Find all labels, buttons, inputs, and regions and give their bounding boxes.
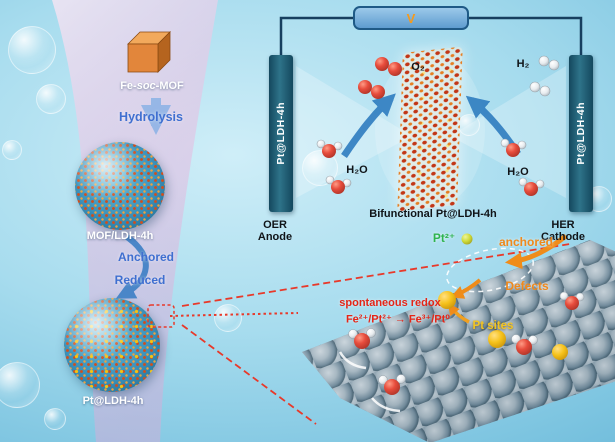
bifunctional-label: Bifunctional Pt@LDH-4h — [369, 208, 497, 220]
h2o-left-label: H₂O — [346, 164, 368, 176]
pt-ion-sphere — [461, 233, 473, 245]
mof-ldh-label: MOF/LDH-4h — [86, 230, 154, 242]
reduced-step-label: Reduced — [114, 273, 166, 287]
defects-label: Defects — [505, 279, 549, 293]
mof-label-italic: soc — [136, 80, 156, 92]
anode-electrode-label: Pt@LDH-4h — [275, 102, 287, 165]
o2-molecule — [375, 57, 402, 76]
h2-molecule — [538, 55, 560, 71]
mof-cube-icon — [127, 31, 171, 73]
bubble — [302, 150, 338, 186]
pt-ldh-label: Pt@LDH-4h — [82, 395, 144, 407]
mof-label-suffix: -MOF — [155, 80, 184, 92]
ldh-nanosheet — [397, 46, 463, 212]
mof-ldh-sphere — [75, 142, 165, 230]
bubble — [44, 408, 66, 430]
oer-anode-label: OER Anode — [257, 219, 293, 243]
pt-ldh-sphere — [64, 298, 160, 392]
mof-label: Fe-soc-MOF — [120, 80, 184, 92]
pt-ion-label: Pt²⁺ — [432, 231, 456, 245]
anchored-step-label: Anchored — [117, 250, 175, 264]
bubble — [36, 84, 66, 114]
anchored-mechanism-label: anchored — [498, 235, 554, 249]
h2-molecule — [529, 81, 551, 97]
oer-swoosh-arrow — [341, 93, 396, 158]
hydrolysis-label: Hydrolysis — [119, 110, 183, 124]
bubble — [8, 26, 56, 74]
anchored-reduced-arrow — [115, 234, 149, 299]
o2-molecule — [358, 80, 385, 99]
voltage-source: V — [353, 6, 469, 30]
anode-electrode: Pt@LDH-4h — [269, 55, 293, 212]
mof-label-prefix: Fe- — [120, 80, 137, 92]
cathode-electrode: Pt@LDH-4h — [569, 55, 593, 212]
bubble — [2, 140, 22, 160]
wire-left — [279, 16, 356, 58]
h2o-molecule — [500, 138, 527, 157]
bubble — [214, 304, 242, 332]
redox-title-label: spontaneous redox — [339, 297, 441, 309]
atom-lattice-pattern — [302, 240, 615, 442]
h2o-right-label: H₂O — [507, 166, 529, 178]
o2-label: O₂ — [411, 61, 425, 73]
pt-sites-label: Pt sites — [472, 320, 514, 332]
h2-label: H₂ — [516, 58, 530, 70]
h2o-molecule — [518, 177, 545, 196]
wire-right — [468, 16, 583, 58]
bubble — [0, 362, 40, 408]
voltage-label: V — [406, 10, 416, 26]
atomic-surface-slab — [302, 240, 615, 442]
redox-equation-label: Fe²⁺/Pt²⁺ → Fe³⁺/Pt⁰ — [345, 313, 451, 326]
bubble — [458, 114, 480, 136]
cathode-electrode-label: Pt@LDH-4h — [575, 102, 587, 165]
